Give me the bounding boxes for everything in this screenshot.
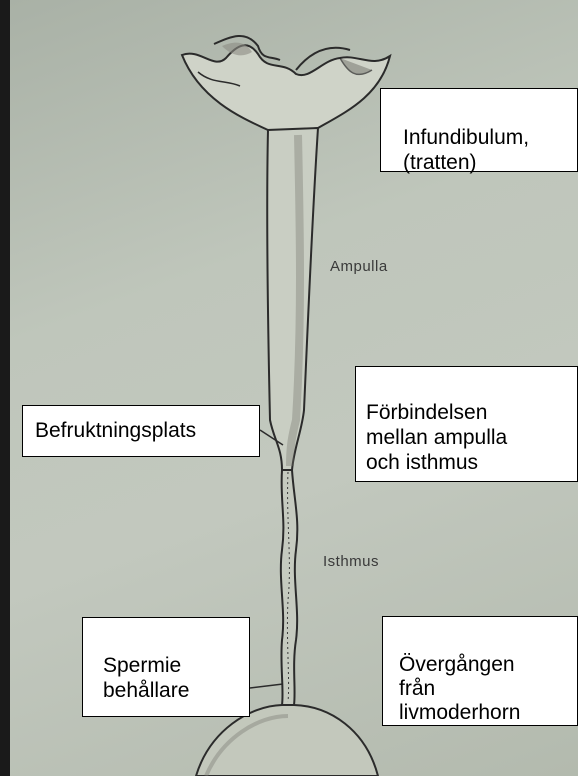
spermie-callout: Spermie behållare <box>82 617 250 717</box>
befruktningsplats-label: Befruktningsplats <box>35 419 196 442</box>
isthmus-label: Isthmus <box>323 553 379 570</box>
infundibulum-callout: Infundibulum, (tratten) <box>380 88 578 172</box>
spermie-leader <box>250 684 283 688</box>
overgangen-callout: Övergången från livmoderhorn <box>382 616 578 726</box>
ampulla-label: Ampulla <box>330 258 388 275</box>
forbindelsen-callout: Förbindelsen mellan ampulla och isthmus <box>355 366 578 482</box>
infundibulum-funnel <box>182 45 390 130</box>
infundibulum-label: Infundibulum, (tratten) <box>403 126 529 174</box>
overgangen-label: Övergången från livmoderhorn <box>399 653 520 724</box>
befruktningsplats-callout: Befruktningsplats <box>22 405 260 457</box>
forbindelsen-label: Förbindelsen mellan ampulla och isthmus <box>366 401 507 474</box>
spermie-label: Spermie behållare <box>103 654 189 702</box>
